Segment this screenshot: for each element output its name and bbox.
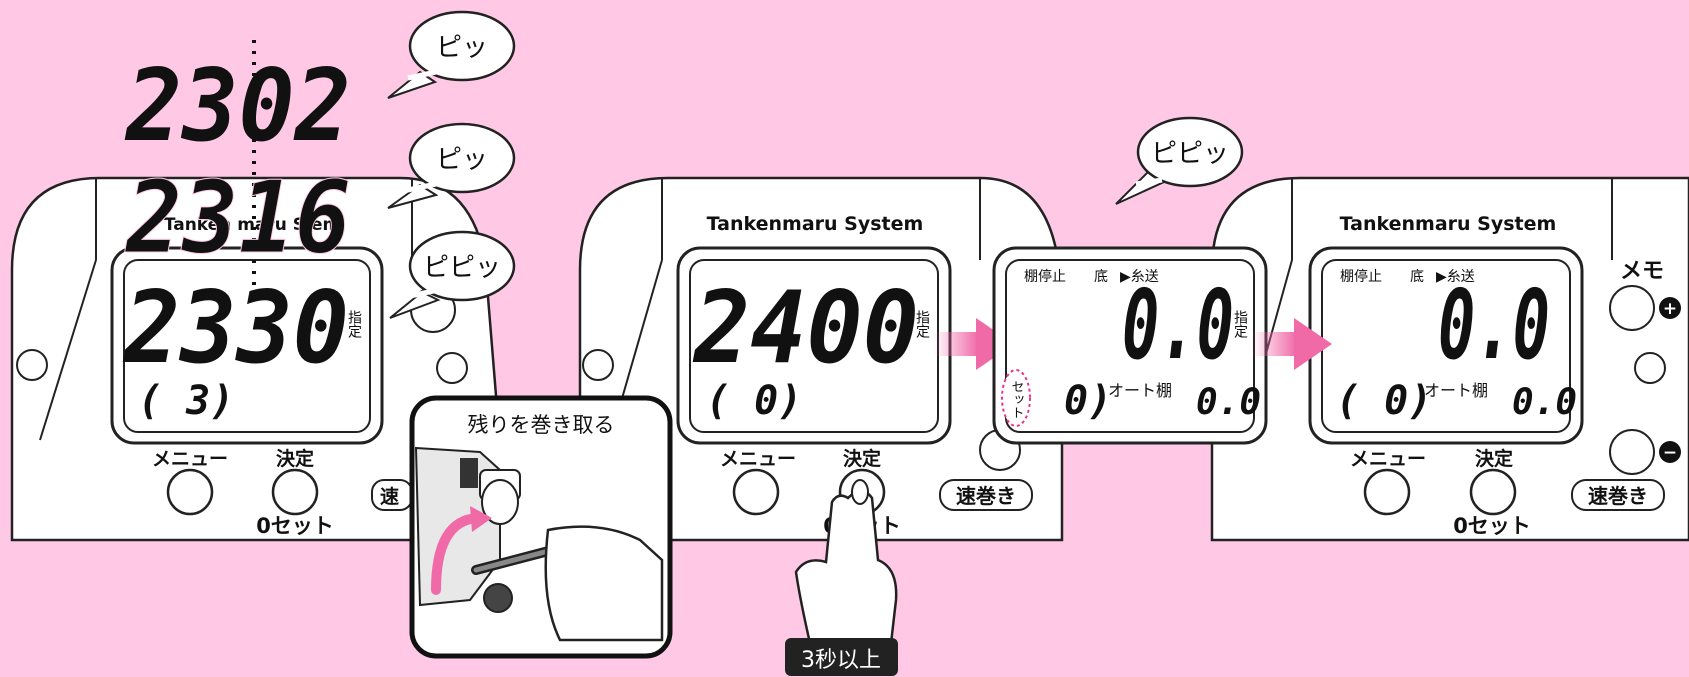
count-digits-2316: 2316: [124, 159, 351, 276]
lcd-small-digits-4: 0.0: [1512, 382, 1577, 423]
menu-label-2: メニュー: [720, 448, 796, 470]
brand-label-partial: Tanken maru S em: [164, 215, 340, 235]
plus-glyph: +: [1663, 299, 1677, 319]
zero-set-label-4: 0セット: [1453, 514, 1531, 538]
reel-drawing: [414, 446, 664, 642]
menu-button-1[interactable]: [166, 468, 214, 516]
side-button-right-4[interactable]: [1634, 352, 1666, 384]
itookuri-label-3: ▶糸送: [1120, 269, 1159, 285]
lcd-screen-1: [123, 259, 371, 433]
kettei-label-1: 決定: [276, 447, 314, 470]
plus-icon: [1659, 297, 1681, 319]
set-blink-icon: セット: [1001, 369, 1031, 427]
shitei-label-2: 指定: [914, 310, 930, 339]
reel-panel-2: Tankenmaru System 2400 指定 ( 0) メニュー 決定 0…: [578, 176, 1064, 542]
kettei-button-4[interactable]: [1469, 468, 1517, 516]
speech-bubble-4: ピピッ: [1115, 116, 1244, 205]
minus-button-4[interactable]: [1609, 429, 1655, 475]
reel-panel-4: Tankenmaru System 棚停止 底 ▶糸送 0.0 ( 0) オート…: [1210, 176, 1689, 542]
auto-tana-label-3: オート棚: [1108, 381, 1172, 400]
brand-label-4: Tankenmaru System: [1340, 213, 1557, 235]
beep-text-1: ピッ: [436, 33, 488, 63]
menu-label-1: メニュー: [152, 448, 228, 470]
lcd-main-digits-3: 0.0: [1122, 269, 1234, 381]
lcd-small-digits-3: 0.0: [1196, 382, 1261, 423]
tana-teishi-label-3: 棚停止: [1024, 268, 1066, 285]
lcd-sub-count-4: ( 0): [1336, 378, 1432, 424]
lcd-digits-2400: 2400: [692, 269, 919, 386]
kettei-button-1[interactable]: [271, 468, 319, 516]
haya-maki-button-2[interactable]: [939, 479, 1033, 511]
haya-maki-label-4: 速巻き: [1588, 484, 1648, 508]
minus-glyph: −: [1663, 443, 1677, 463]
zero-set-label-1: 0セット: [256, 514, 334, 538]
three-sec-label: 3秒以上: [801, 648, 881, 673]
speech-bubble-1: ピッ: [387, 10, 516, 99]
soko-label-3: 底: [1094, 269, 1108, 285]
kettei-label-2: 決定: [843, 447, 881, 470]
menu-button-2[interactable]: [732, 468, 780, 516]
auto-tana-label-4: オート棚: [1424, 381, 1488, 400]
lcd-sub-count-3: 0): [1064, 378, 1112, 424]
kettei-label-4: 決定: [1475, 447, 1513, 470]
beep-text-3: ピピッ: [423, 253, 501, 283]
haya-label-partial: 速: [380, 485, 399, 508]
lcd-zoom-panel-3: 棚停止 底 ▶糸送 0.0 指定 セット 0) オート棚 0.0: [992, 246, 1268, 445]
speech-bubble-3: ピピッ: [389, 230, 516, 319]
lcd-main-digits-4: 0.0: [1438, 269, 1550, 381]
haya-maki-label-2: 速巻き: [956, 484, 1016, 508]
soko-label-4: 底: [1410, 269, 1424, 285]
shitei-label-1: 指定: [346, 310, 362, 339]
haya-maki-button-4[interactable]: [1571, 479, 1665, 511]
lcd-sub-count-1: ( 3): [138, 378, 234, 424]
beep-text-4: ピピッ: [1151, 139, 1229, 169]
minus-icon: [1659, 441, 1681, 463]
shitei-label-3: 指定: [1232, 310, 1248, 339]
brand-label-2: Tankenmaru System: [707, 213, 924, 235]
three-sec-badge: [785, 638, 898, 676]
beep-text-2: ピッ: [436, 145, 488, 175]
lcd-digits-2330: 2330: [122, 269, 349, 386]
memo-label: メモ: [1620, 259, 1664, 284]
lcd-sub-count-2: ( 0): [706, 378, 802, 424]
menu-label-4: メニュー: [1350, 448, 1426, 470]
inset-caption: 残りを巻き取る: [468, 413, 615, 437]
inset-reel-illustration: 残りを巻き取る: [409, 395, 673, 659]
flow-arrow-2: [1252, 318, 1332, 370]
speech-bubble-2: ピッ: [387, 122, 516, 209]
reel-knob-icon: [483, 583, 513, 613]
side-button-left-2: [582, 349, 614, 381]
count-digits-2302: 2302: [124, 47, 351, 164]
side-button-left: [16, 349, 48, 381]
set-blink-label: セット: [1009, 380, 1025, 419]
reel-panel-1: Tanken maru S em 2330 指定 ( 3) メニュー 決定 0セ…: [10, 176, 500, 542]
tana-teishi-label-4: 棚停止: [1340, 268, 1382, 285]
menu-button-4[interactable]: [1363, 468, 1411, 516]
finger-press-icon: [794, 479, 898, 654]
memo-plus-button[interactable]: [1609, 285, 1655, 331]
itookuri-label-4: ▶糸送: [1436, 269, 1475, 285]
count-sequence: 2302 2316: [124, 40, 352, 295]
rotate-arrow-icon: [431, 513, 483, 595]
side-button-right-1[interactable]: [436, 352, 468, 384]
